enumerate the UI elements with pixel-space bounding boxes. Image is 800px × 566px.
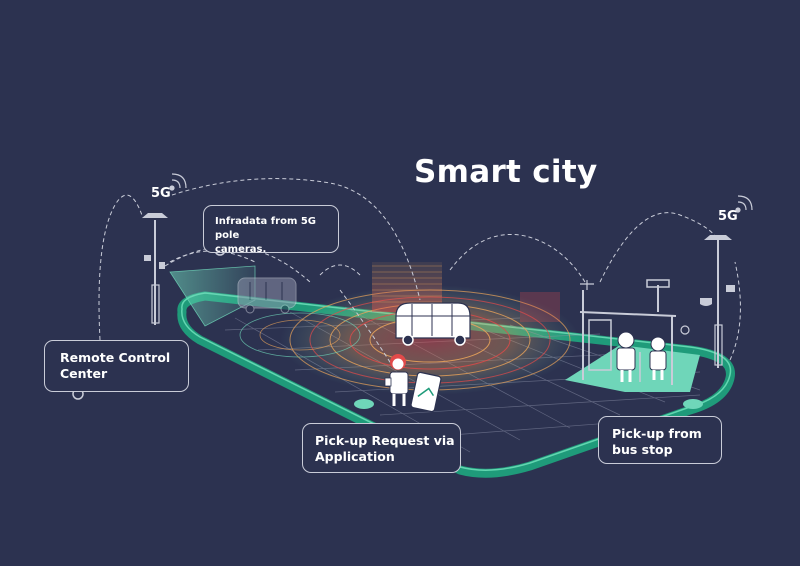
infradata-callout: Infradata from 5G pole cameras.: [203, 205, 339, 255]
passenger-with-phone: [384, 354, 409, 406]
autonomous-shuttle: [395, 302, 471, 346]
remote-control-callout: Remote Control Center: [44, 340, 189, 392]
right-5g-label: 5G: [718, 209, 738, 224]
elderly-passenger: [616, 331, 641, 382]
child-passenger: [649, 336, 667, 380]
left-signal-icon: [169, 173, 187, 191]
left-5g-pole: [142, 213, 168, 325]
network-connection-arcs: [98, 178, 741, 371]
pickup-request-callout: Pick-up Request via Application: [302, 423, 461, 473]
ghost-shuttle: [237, 277, 297, 314]
left-5g-label: 5G: [151, 186, 171, 201]
road-stop-marker: [683, 399, 703, 409]
bus-stop-callout: Pick-up from bus stop: [598, 416, 722, 464]
phone-app-icon: [410, 371, 442, 413]
page-title: Smart city: [414, 154, 598, 190]
right-signal-icon: [735, 195, 753, 213]
road-stop-marker: [354, 399, 374, 409]
right-5g-pole: [700, 235, 735, 368]
